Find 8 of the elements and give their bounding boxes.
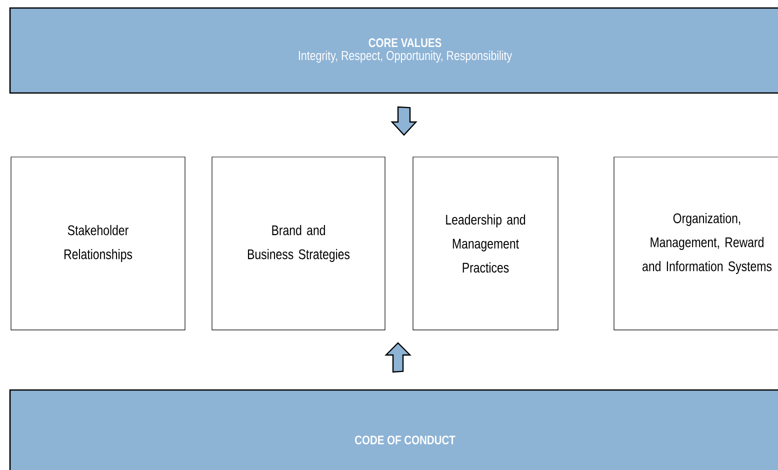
banner: CODE OF CONDUCT	[9, 389, 778, 470]
text-box: Organization, Management, Reward and Information Systems	[614, 156, 778, 330]
block-arrow	[384, 342, 412, 373]
text-box: Brand and Business Strategies	[212, 156, 386, 330]
banner: CORE VALUES Integrity, Respect, Opportunity, Responsibility	[9, 7, 778, 94]
block-arrow	[390, 106, 418, 136]
text-box: Leadership and Management Practices	[412, 156, 558, 330]
text-box: Stakeholder Relationships	[10, 156, 186, 330]
